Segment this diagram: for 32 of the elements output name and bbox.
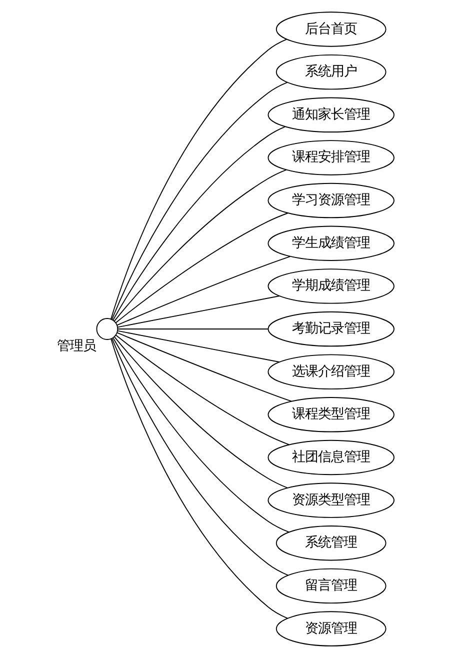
node-ellipse: 学期成绩管理: [267, 268, 394, 304]
connector: [115, 334, 290, 446]
node-ellipse: 选课介绍管理: [267, 354, 394, 390]
node-ellipse: 课程安排管理: [267, 140, 394, 176]
node-ellipse: 学生成绩管理: [267, 226, 394, 261]
node-ellipse: 考勤记录管理: [267, 311, 394, 347]
connector: [116, 328, 268, 330]
node-ellipse: 留言管理: [275, 568, 386, 604]
connector: [114, 212, 288, 324]
connector: [116, 256, 290, 326]
node-label: 管理员: [56, 339, 96, 354]
connector: [112, 338, 289, 533]
connector: [110, 82, 288, 320]
node-ellipse: 通知家长管理: [267, 97, 394, 132]
connector: [116, 332, 292, 402]
node-ellipse: 学习资源管理: [267, 182, 394, 218]
connector: [110, 38, 287, 320]
node-ellipse: 资源管理: [275, 611, 386, 646]
connector: [112, 126, 285, 321]
connector: [110, 338, 288, 619]
connector: [110, 338, 288, 576]
node-ellipse: 系统用户: [275, 54, 386, 90]
node-ellipse: 后台首页: [275, 12, 386, 47]
connector: [116, 296, 280, 328]
node-ellipse: 课程类型管理: [267, 397, 394, 432]
connector: [116, 330, 280, 362]
node-person: [96, 318, 118, 340]
node-ellipse: 资源类型管理: [267, 482, 394, 518]
connector: [113, 169, 286, 322]
connector: [114, 336, 288, 488]
node-ellipse: 社团信息管理: [267, 440, 394, 476]
node-ellipse: 系统管理: [275, 526, 386, 561]
